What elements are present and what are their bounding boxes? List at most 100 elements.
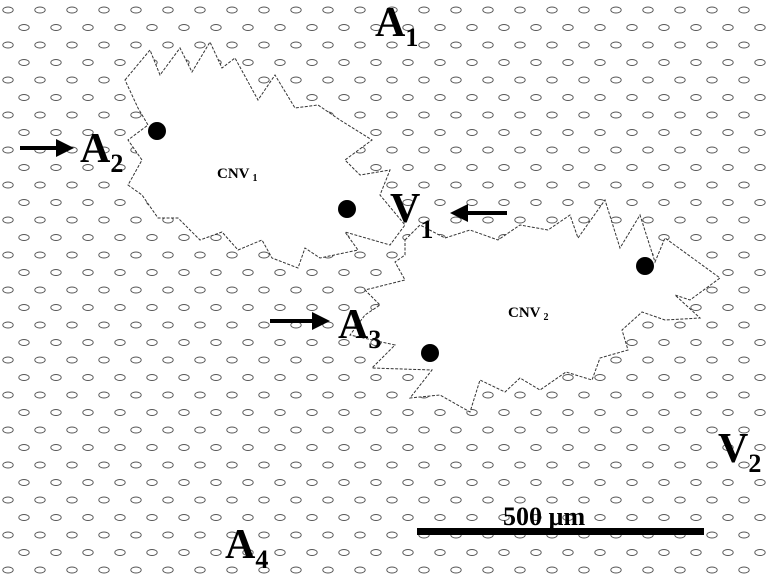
cell-oval [434, 199, 446, 206]
cell-oval [258, 356, 270, 364]
cell-oval [178, 444, 190, 451]
cell-oval [98, 531, 110, 539]
cell-oval [258, 251, 270, 259]
cell-oval [546, 566, 558, 574]
cell-oval [130, 41, 142, 49]
cell-oval [2, 251, 14, 259]
cell-oval [66, 216, 78, 224]
cell-oval [82, 269, 94, 276]
cell-oval [546, 391, 558, 399]
cell-oval [642, 181, 654, 189]
cell-oval [130, 216, 142, 224]
cell-oval [498, 514, 510, 521]
cell-oval [482, 146, 494, 154]
cell-oval [306, 409, 318, 416]
cell-oval [290, 496, 302, 504]
cell-oval [18, 304, 30, 311]
cell-oval [66, 321, 78, 329]
cell-oval [2, 356, 14, 364]
cell-oval [194, 356, 206, 364]
cell-oval [306, 549, 318, 556]
cell-oval [114, 339, 126, 346]
cell-oval [114, 374, 126, 381]
cell-oval [50, 269, 62, 276]
cell-oval [258, 496, 270, 504]
cell-oval [450, 76, 462, 84]
cell-oval [754, 374, 766, 381]
cell-oval [706, 216, 718, 224]
cell-oval [338, 24, 350, 31]
cell-oval [290, 6, 302, 14]
cell-oval [546, 216, 558, 224]
cell-oval [674, 356, 686, 364]
cell-oval [34, 391, 46, 399]
cell-oval [434, 479, 446, 486]
cell-oval [162, 461, 174, 469]
cell-oval [514, 426, 526, 434]
cell-oval [290, 356, 302, 364]
cell-oval [514, 181, 526, 189]
cell-oval [626, 129, 638, 136]
cell-oval [338, 304, 350, 311]
cell-oval [50, 234, 62, 241]
cell-oval [82, 514, 94, 521]
cell-oval [114, 269, 126, 276]
cell-oval [738, 181, 750, 189]
cell-oval [610, 566, 622, 574]
cell-oval [98, 286, 110, 294]
cell-oval [370, 164, 382, 171]
cell-oval [322, 286, 334, 294]
cell-oval [674, 566, 686, 574]
cell-oval [322, 41, 334, 49]
cell-oval [354, 76, 366, 84]
cell-oval [610, 181, 622, 189]
cell-oval [466, 94, 478, 101]
cell-oval [178, 479, 190, 486]
cell-oval [754, 199, 766, 206]
cell-oval [594, 479, 606, 486]
cell-oval [626, 514, 638, 521]
cell-oval [50, 164, 62, 171]
cell-oval [194, 251, 206, 259]
cell-oval [514, 76, 526, 84]
cell-oval [626, 59, 638, 66]
cell-oval [754, 269, 766, 276]
cell-oval [258, 41, 270, 49]
cell-oval [418, 181, 430, 189]
cell-oval [578, 146, 590, 154]
cell-oval [546, 496, 558, 504]
cell-oval [146, 479, 158, 486]
cell-oval [674, 426, 686, 434]
cell-oval [210, 514, 222, 521]
cell-oval [34, 566, 46, 574]
cell-oval [114, 304, 126, 311]
cell-oval [530, 94, 542, 101]
cell-oval [66, 6, 78, 14]
cell-oval [194, 496, 206, 504]
cell-oval [466, 444, 478, 451]
cell-oval [626, 24, 638, 31]
cell-oval [370, 59, 382, 66]
cell-oval [146, 304, 158, 311]
cell-oval [562, 164, 574, 171]
cell-oval [738, 356, 750, 364]
cell-oval [754, 549, 766, 556]
cell-oval [690, 444, 702, 451]
cell-oval [98, 76, 110, 84]
cell-oval [98, 356, 110, 364]
cell-oval [178, 409, 190, 416]
cell-oval [562, 129, 574, 136]
cell-oval [338, 549, 350, 556]
cell-oval [354, 426, 366, 434]
cell-oval [498, 409, 510, 416]
cell-oval [610, 146, 622, 154]
cell-oval [514, 146, 526, 154]
cell-oval [162, 356, 174, 364]
cell-oval [354, 41, 366, 49]
cell-oval [290, 76, 302, 84]
cell-oval [130, 286, 142, 294]
cell-oval [530, 549, 542, 556]
cell-oval [98, 216, 110, 224]
cell-oval [658, 374, 670, 381]
cell-oval [530, 199, 542, 206]
